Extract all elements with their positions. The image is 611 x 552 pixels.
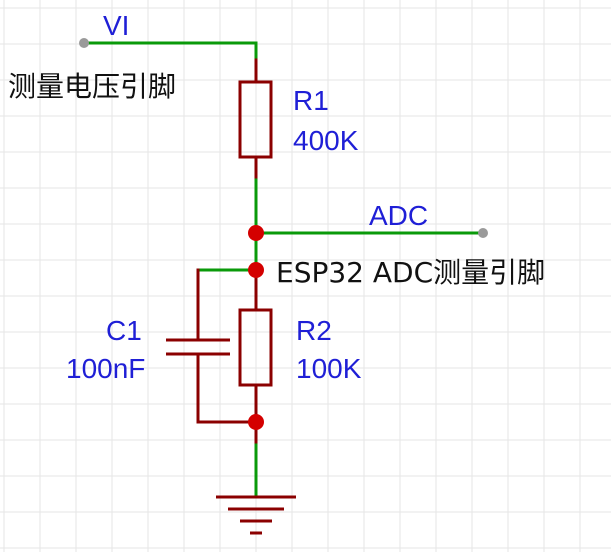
- input-pin-note: 测量电压引脚: [8, 70, 176, 103]
- c1-designator: C1: [106, 315, 142, 346]
- c1-value: 100nF: [66, 353, 145, 384]
- vi-input-wire[interactable]: [82, 41, 258, 62]
- adc-junction-dot: [248, 225, 264, 241]
- r2-designator: R2: [296, 315, 332, 346]
- adc-pin-end[interactable]: [478, 228, 488, 238]
- cap-top-junction-dot: [248, 262, 264, 278]
- vi-net-label: VI: [103, 10, 129, 41]
- ground-icon: [216, 495, 296, 535]
- capacitor-c1[interactable]: [166, 268, 230, 424]
- resistor-r1[interactable]: [238, 58, 273, 182]
- r1-value: 400K: [293, 125, 359, 156]
- r2-value: 100K: [296, 353, 362, 384]
- adc-pin-note: ESP32 ADC测量引脚: [276, 256, 545, 289]
- cap-bottom-junction-dot: [248, 414, 264, 430]
- vi-pin-end[interactable]: [79, 38, 89, 48]
- adc-net-label: ADC: [369, 200, 428, 231]
- r1-designator: R1: [293, 85, 329, 116]
